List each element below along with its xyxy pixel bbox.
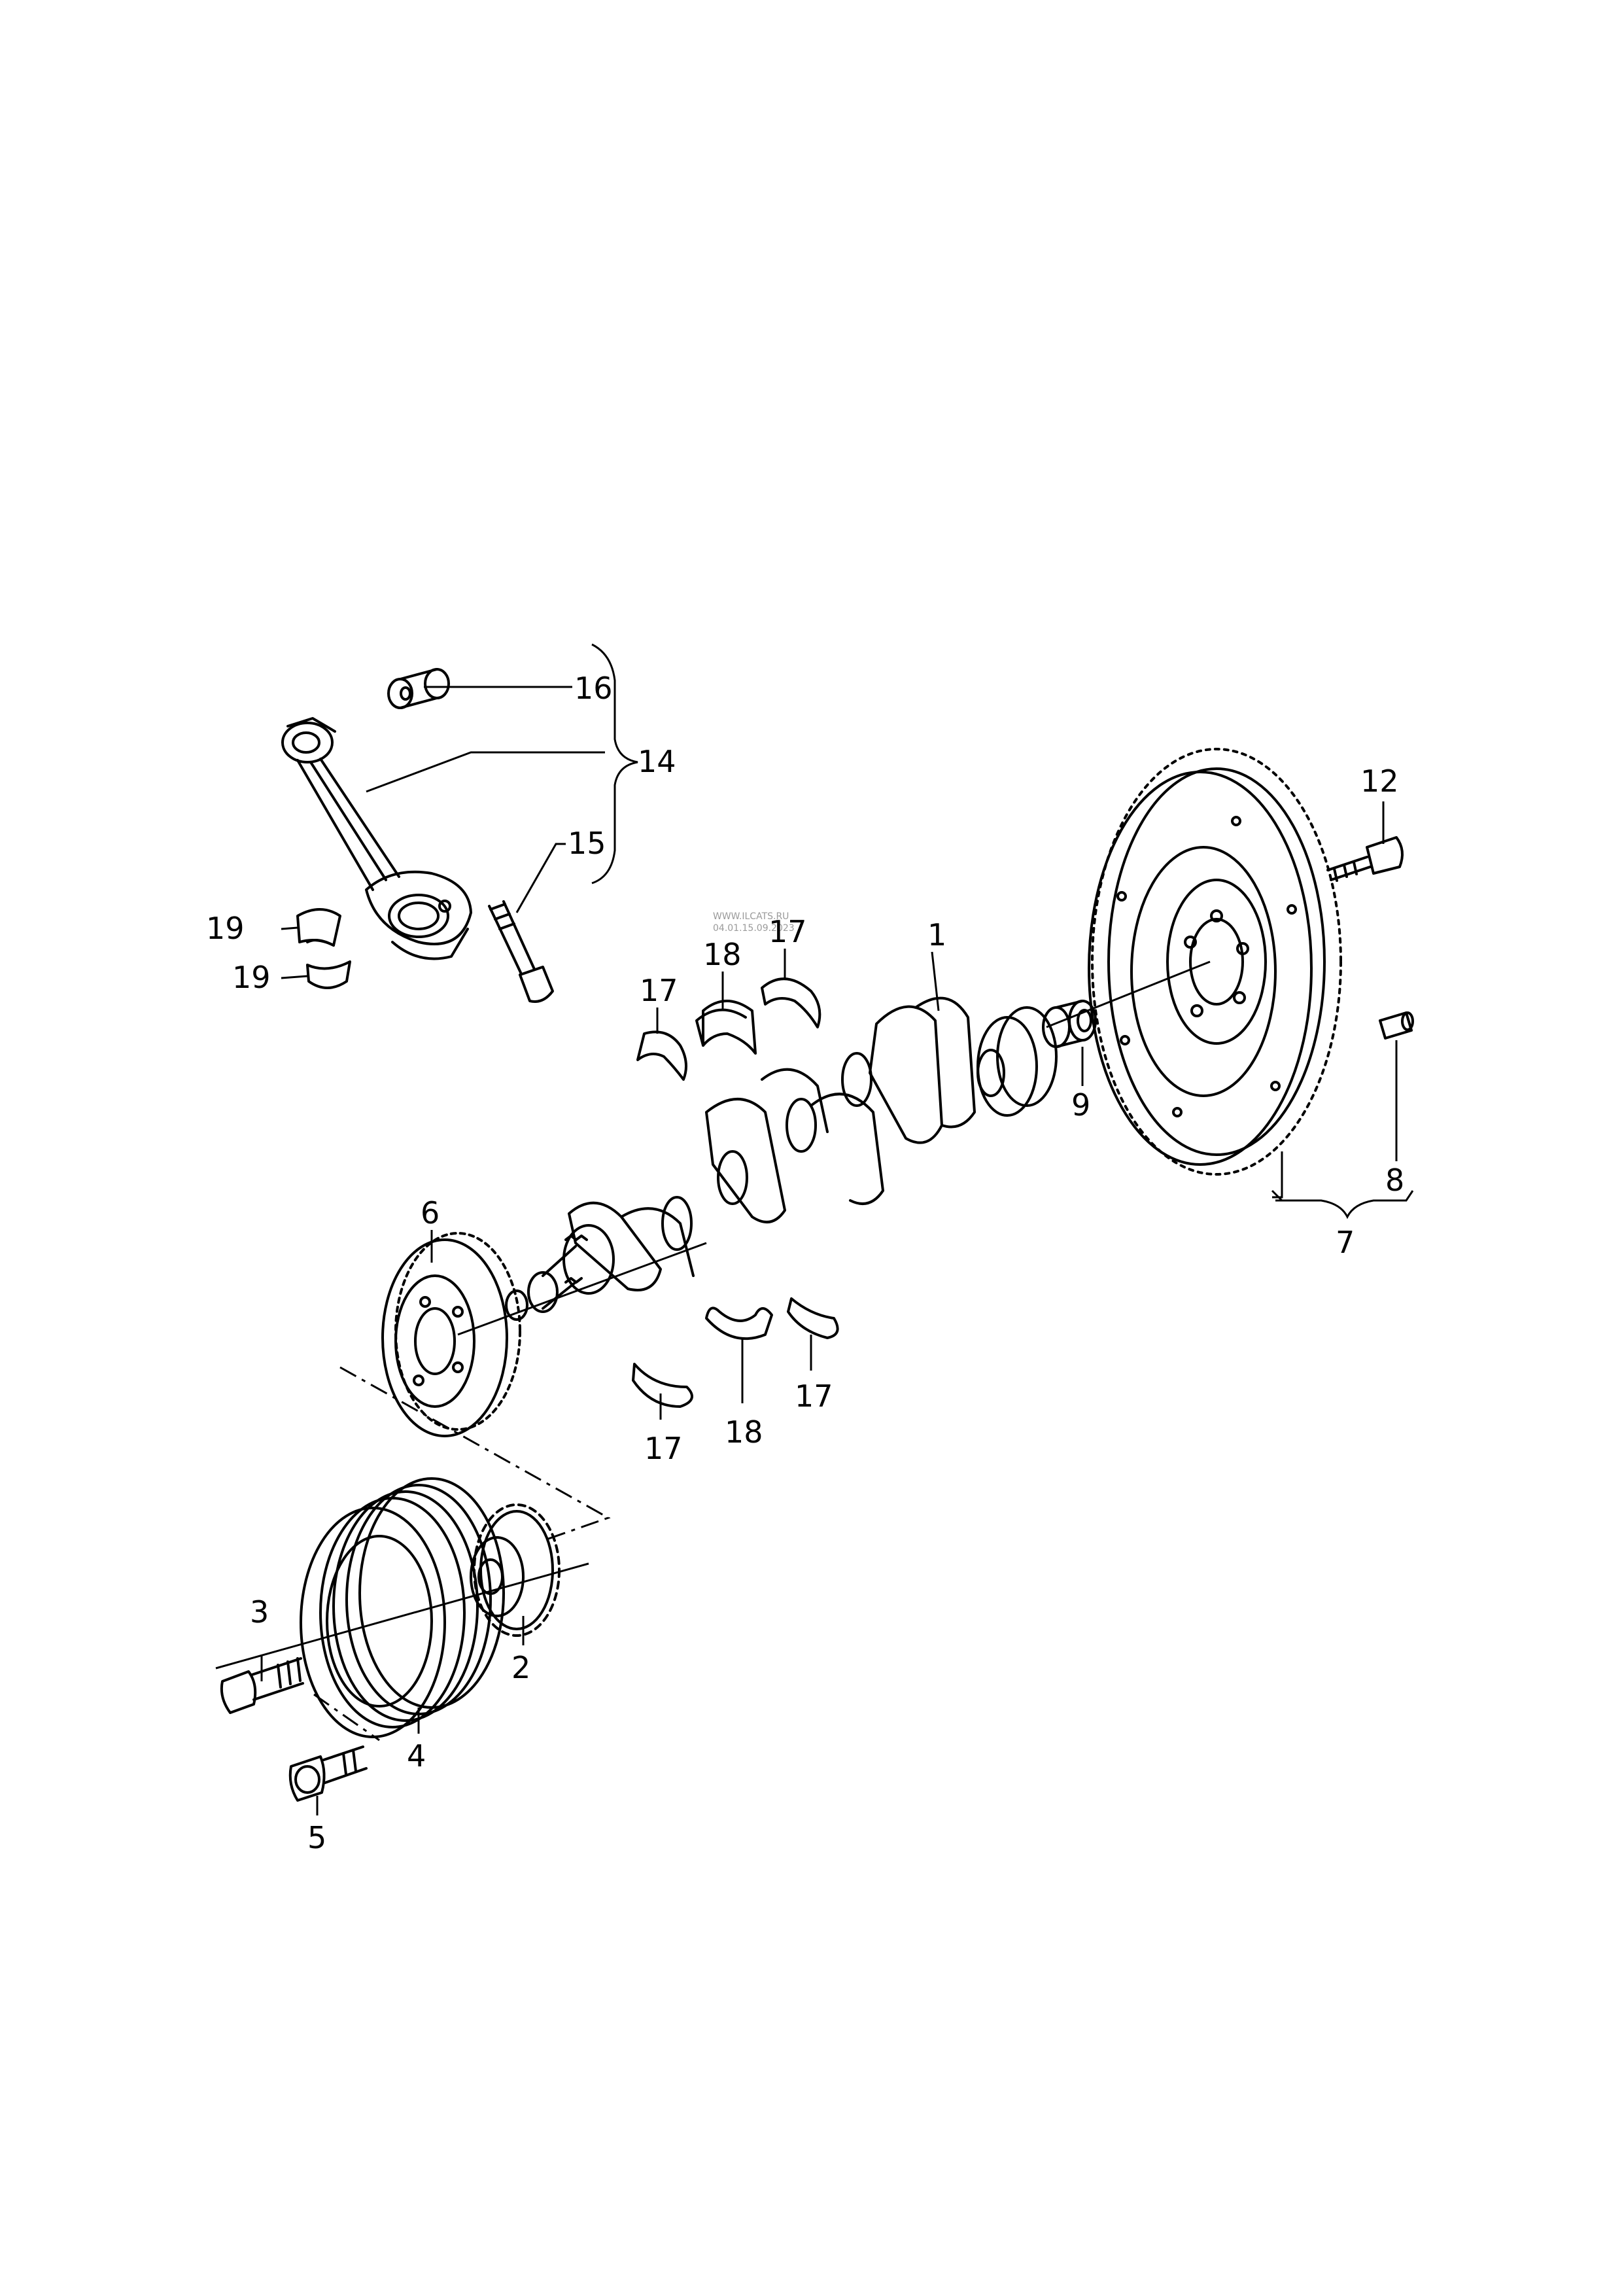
bushing-icon bbox=[1042, 1000, 1097, 1048]
callout-9: 9 bbox=[1071, 1087, 1090, 1123]
bearing-shell-icon bbox=[296, 908, 351, 989]
callout-8: 8 bbox=[1385, 1163, 1404, 1198]
callout-19-a: 19 bbox=[206, 911, 245, 946]
dowel-pin-icon bbox=[1379, 1011, 1414, 1040]
centerlines bbox=[215, 960, 1211, 1742]
callout-17-d: 17 bbox=[795, 1378, 833, 1414]
thrust-washer-icon bbox=[632, 977, 839, 1408]
callout-18-a: 18 bbox=[703, 937, 742, 972]
callout-15: 15 bbox=[568, 826, 606, 861]
watermark: WWW.ILCATS.RU 04.01.15.09.2023 bbox=[713, 911, 795, 934]
crankshaft-icon bbox=[505, 996, 1058, 1321]
bolt-icon bbox=[488, 900, 554, 1003]
watermark-line-2: 04.01.15.09.2023 bbox=[713, 923, 795, 934]
callout-17-c: 17 bbox=[644, 1431, 683, 1466]
gear-icon bbox=[470, 1503, 561, 1637]
callout-6: 6 bbox=[421, 1195, 440, 1231]
callout-2: 2 bbox=[511, 1650, 530, 1685]
bolt-icon bbox=[288, 1745, 368, 1802]
pulley-icon bbox=[300, 1477, 505, 1738]
callout-1: 1 bbox=[927, 917, 946, 953]
callout-14: 14 bbox=[638, 744, 676, 779]
watermark-line-1: WWW.ILCATS.RU bbox=[713, 911, 789, 922]
bolt-icon bbox=[1326, 836, 1404, 882]
callout-17-b: 17 bbox=[769, 914, 807, 949]
callout-5: 5 bbox=[307, 1820, 326, 1855]
callout-19-b: 19 bbox=[232, 960, 271, 995]
callout-labels: 1 2 3 4 5 6 7 8 9 12 14 15 16 17 17 17 1… bbox=[206, 671, 1404, 1855]
bolt-icon bbox=[220, 1657, 304, 1714]
callout-17-a: 17 bbox=[640, 973, 678, 1008]
callout-7: 7 bbox=[1336, 1225, 1355, 1260]
callout-4: 4 bbox=[407, 1738, 426, 1774]
callout-12: 12 bbox=[1360, 763, 1399, 799]
bushing-icon bbox=[387, 668, 450, 709]
flywheel-icon bbox=[1088, 748, 1342, 1176]
leader-lines bbox=[260, 686, 1414, 1815]
gear-icon bbox=[381, 1232, 521, 1437]
callout-16: 16 bbox=[574, 671, 613, 706]
connecting-rod-icon bbox=[281, 717, 472, 960]
bearing-shell-icon bbox=[695, 1000, 773, 1340]
callout-18-b: 18 bbox=[725, 1414, 763, 1450]
callout-3: 3 bbox=[250, 1594, 269, 1630]
